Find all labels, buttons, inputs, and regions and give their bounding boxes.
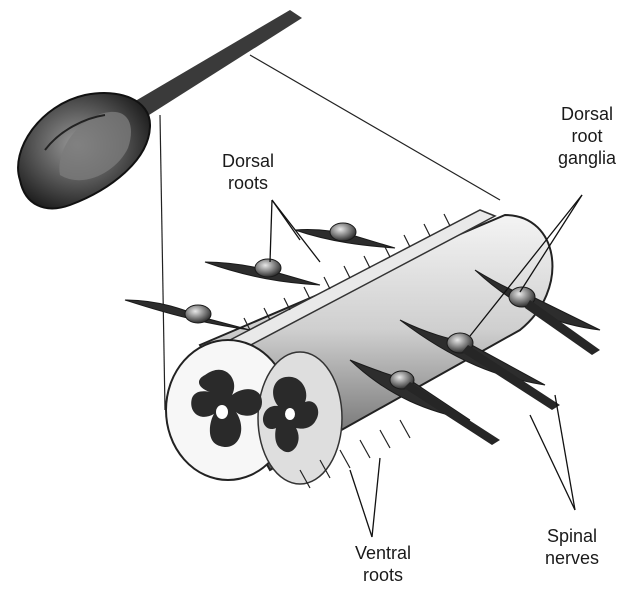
label-dorsal-root-ganglia: Dorsal root ganglia	[558, 103, 616, 169]
label-spinal-nerves: Spinal nerves	[545, 525, 599, 569]
label-dorsal-roots: Dorsal roots	[222, 150, 274, 194]
label-ventral-roots: Ventral roots	[355, 542, 411, 586]
